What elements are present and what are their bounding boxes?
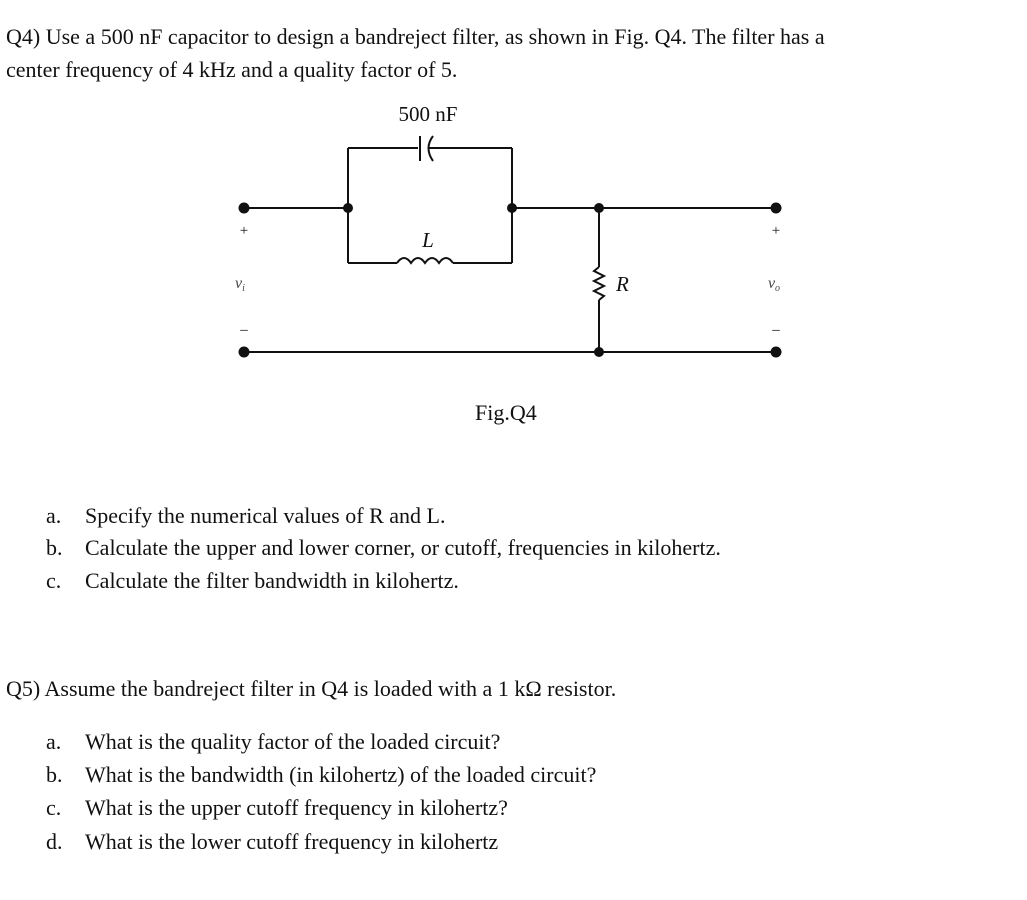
node [594,347,604,357]
input-terminal-bottom [238,346,250,358]
q5-text-line1: Q5) Assume the bandreject filter in Q4 i… [6,676,617,701]
q4-text-line2: center frequency of 4 kHz and a quality … [6,57,458,82]
output-minus: – [771,322,780,338]
figure-caption: Fig.Q4 [475,400,537,425]
node [507,203,517,213]
capacitor-label: 500 nF [399,102,458,126]
output-plus: + [772,223,780,239]
resistor-label: R [615,272,629,296]
resistor-zigzag [591,266,607,301]
inductor-coil [396,257,454,265]
output-terminal-bottom [770,346,782,358]
input-minus: – [239,322,248,338]
output-voltage-label: vo [768,275,780,294]
input-voltage-label: vi [235,275,245,294]
input-terminal-top [238,202,250,214]
inductor-label: L [421,228,434,252]
circuit-diagram: 500 nF L R + – + – vi vo [235,102,782,358]
node [343,203,353,213]
q4-text-line1: Q4) Use a 500 nF capacitor to design a b… [6,24,825,49]
node [594,203,604,213]
input-plus: + [240,223,248,239]
output-terminal-top [770,202,782,214]
